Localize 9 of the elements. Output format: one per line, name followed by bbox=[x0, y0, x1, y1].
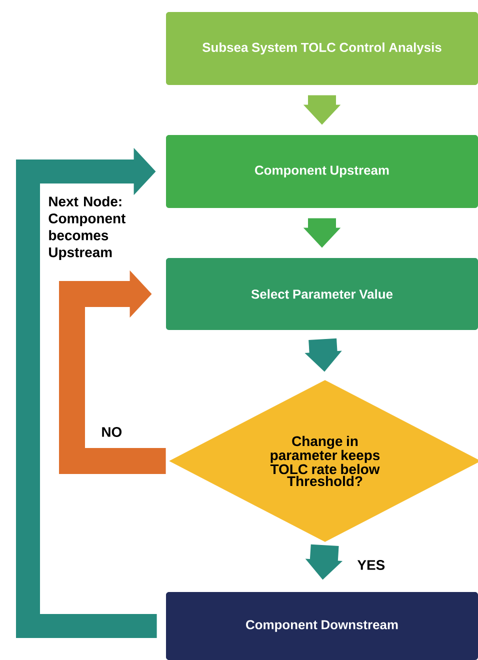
edge-label: YES bbox=[357, 560, 385, 570]
arrow bbox=[16, 148, 157, 638]
process-box: Select Parameter Value bbox=[166, 258, 478, 330]
arrow bbox=[59, 270, 166, 474]
process-box: Component Upstream bbox=[166, 135, 478, 208]
process-box: Component Downstream bbox=[166, 592, 478, 660]
edge-label: NO bbox=[102, 427, 122, 437]
process-box: Subsea System TOLC Control Analysis bbox=[166, 12, 478, 85]
edge-label: Next Node: Component becomes Upstream bbox=[48, 196, 126, 260]
